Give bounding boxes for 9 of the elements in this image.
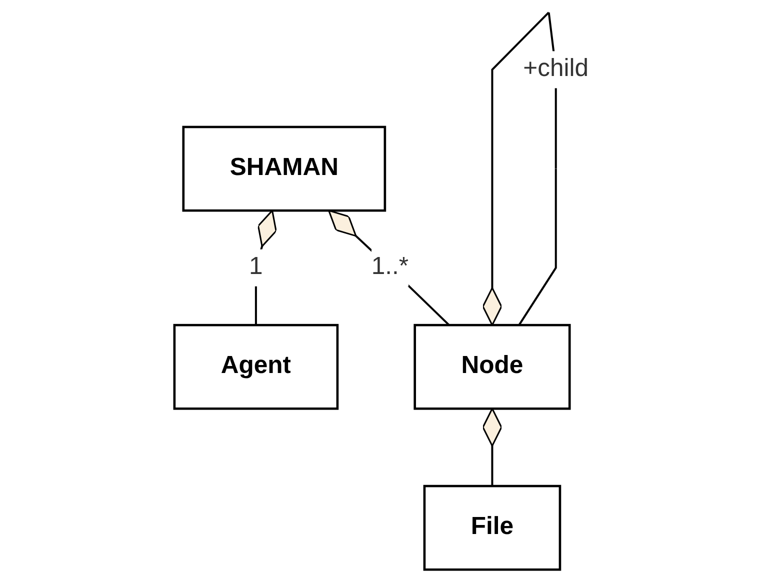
connector [482, 408, 502, 486]
edge-label: 1..* [371, 254, 409, 280]
node-box: SHAMAN [182, 126, 386, 212]
node-box: Node [414, 324, 571, 410]
edge-label: 1 [249, 254, 263, 280]
connector [328, 210, 450, 326]
node-box: Agent [173, 324, 339, 410]
node-box: File [423, 484, 562, 571]
edge-label: +child [523, 56, 589, 82]
